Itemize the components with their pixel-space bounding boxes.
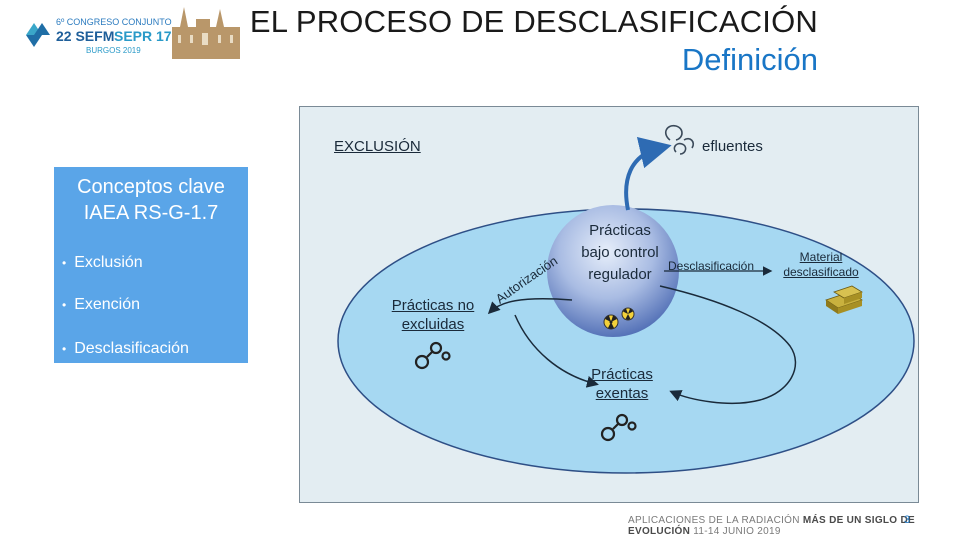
authorization-arrow xyxy=(487,298,573,315)
logo-line2b: SEPR 17 xyxy=(114,28,172,44)
page-title: EL PROCESO DE DESCLASIFICACIÓN xyxy=(249,4,818,39)
effluents-swirl-icon xyxy=(664,124,695,155)
logo-line3: BURGOS 2019 xyxy=(86,46,141,55)
key-concepts-title: Conceptos clave IAEA RS-G-1.7 xyxy=(77,176,225,224)
not-excluded-practices-label: Prácticas no excluidas xyxy=(391,297,475,333)
exempt-practices-label: Prácticas exentas xyxy=(591,366,653,402)
logo-triangles-icon xyxy=(26,23,50,47)
concept-item-exclusion: •Exclusión xyxy=(62,254,143,271)
effluents-label: efluentes xyxy=(702,138,763,155)
exempt-arrow xyxy=(514,314,599,388)
clearance-label: Desclasificación xyxy=(668,259,755,273)
page-number: 3 xyxy=(904,514,911,526)
cleared-material-label: Material desclasificado xyxy=(783,250,859,279)
page-subtitle: Definición xyxy=(681,42,818,77)
congress-logo: 6º CONGRESO CONJUNTO 22 SEFM SEPR 17 BUR… xyxy=(26,7,240,59)
logo-line1: 6º CONGRESO CONJUNTO xyxy=(56,17,172,27)
exclusion-label: EXCLUSIÓN xyxy=(334,138,421,155)
regulated-practices-sphere xyxy=(547,205,679,337)
clearance-arrow xyxy=(659,285,797,405)
radiation-icon-2 xyxy=(621,307,635,321)
gears-icon-not-excluded xyxy=(414,341,451,370)
effluents-arrow xyxy=(624,136,672,211)
cleared-material-icon xyxy=(825,285,863,314)
concept-item-clearance: •Desclasificación xyxy=(62,340,189,357)
concept-item-exemption: •Exención xyxy=(62,296,141,313)
gears-icon-exempt xyxy=(600,413,637,442)
logo-line2a: 22 SEFM xyxy=(56,28,114,44)
key-concepts-box xyxy=(54,167,248,363)
radiation-icon-1 xyxy=(603,314,619,330)
footer-tagline: APLICACIONES DE LA RADIACIÓN MÁS DE UN S… xyxy=(628,515,915,537)
regulated-practices-label: Prácticas bajo control regulador xyxy=(581,222,659,283)
cathedral-icon xyxy=(172,7,240,59)
